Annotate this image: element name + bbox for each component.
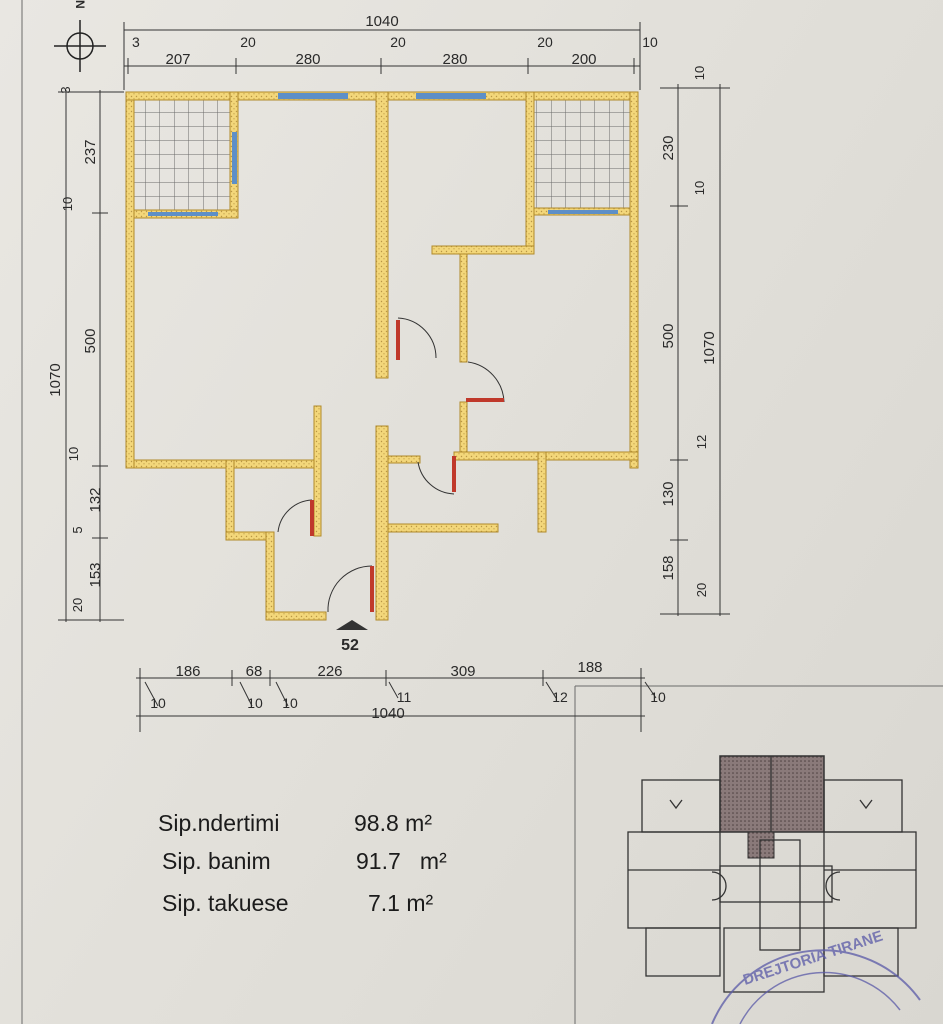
- right-dim-12: 12: [694, 435, 709, 449]
- area-label-common: Sip. takuese: [162, 890, 289, 916]
- entrance-number: 52: [341, 637, 359, 654]
- right-dim-10b: 10: [692, 181, 707, 195]
- area-value-building: 98.8 m²: [354, 810, 432, 836]
- right-dim-158: 158: [660, 555, 677, 580]
- bottom-total-dimension: 1040: [371, 705, 404, 722]
- left-dim-5: 5: [70, 526, 85, 533]
- window-1: [278, 93, 348, 99]
- door-swing-3: [417, 461, 455, 495]
- north-arrow-icon: [54, 20, 106, 72]
- window-5: [548, 210, 618, 214]
- bottom-dim-10c: 10: [282, 695, 298, 711]
- right-dimension-lines: [660, 84, 730, 616]
- windows: [148, 93, 618, 216]
- bottom-dim-10b: 10: [247, 695, 263, 711]
- right-dim-500: 500: [660, 323, 677, 348]
- right-total-dimension: 1070: [701, 331, 718, 364]
- right-dim-20: 20: [694, 583, 709, 597]
- key-plan: [627, 755, 917, 993]
- door-swing-2: [467, 361, 505, 403]
- top-dim-10: 10: [642, 34, 658, 50]
- bottom-dim-12: 12: [552, 689, 568, 705]
- top-dim-20b: 20: [390, 34, 406, 50]
- door-swing-5: [327, 565, 373, 613]
- top-dim-280a: 280: [295, 51, 320, 68]
- left-dim-10b: 10: [66, 447, 81, 461]
- left-dim-20: 20: [70, 598, 85, 612]
- walls: [125, 91, 639, 621]
- top-dim-20c: 20: [537, 34, 553, 50]
- top-dimension-lines: [123, 22, 641, 90]
- left-dim-132: 132: [87, 487, 104, 512]
- right-dim-130: 130: [660, 481, 677, 506]
- window-3: [232, 132, 237, 184]
- bottom-dim-309: 309: [450, 663, 475, 680]
- doors: [277, 317, 505, 613]
- right-dim-230: 230: [660, 135, 677, 160]
- left-dim-3: 3: [58, 86, 73, 93]
- top-dim-280b: 280: [442, 51, 467, 68]
- bottom-dim-10a: 10: [150, 695, 166, 711]
- bottom-dim-11: 11: [397, 689, 412, 705]
- door-swing-1: [397, 317, 437, 359]
- area-value-living: 91.7 m²: [356, 848, 447, 874]
- bottom-dim-186: 186: [175, 663, 200, 680]
- left-dim-500: 500: [82, 328, 99, 353]
- bathroom-tiles-right: [534, 99, 632, 208]
- floor-plan: [125, 91, 639, 630]
- bottom-dimension-lines: [136, 668, 657, 732]
- top-dim-3: 3: [132, 34, 140, 50]
- bottom-dim-10d: 10: [650, 689, 666, 705]
- area-value-common: 7.1 m²: [368, 890, 434, 916]
- right-dim-10a: 10: [692, 66, 707, 80]
- area-label-building: Sip.ndertimi: [158, 810, 280, 836]
- left-dimension-lines: [58, 90, 124, 622]
- bottom-dim-68: 68: [246, 663, 263, 680]
- bottom-dim-188: 188: [577, 659, 602, 676]
- left-dim-237: 237: [82, 139, 99, 164]
- area-label-living: Sip. banim: [162, 848, 271, 874]
- top-dim-207: 207: [165, 51, 190, 68]
- window-4: [148, 212, 218, 216]
- door-leaves: [310, 320, 504, 612]
- left-dim-153: 153: [87, 562, 104, 587]
- north-label: N: [73, 0, 87, 9]
- left-total-dimension: 1070: [47, 363, 64, 396]
- entrance-arrow-icon: [336, 620, 368, 630]
- top-dim-20a: 20: [240, 34, 256, 50]
- top-total-dimension: 1040: [365, 13, 398, 30]
- window-2: [416, 93, 486, 99]
- door-swing-4: [277, 499, 313, 533]
- left-dim-10a: 10: [60, 197, 75, 211]
- bathroom-tiles-left: [134, 99, 232, 211]
- top-dim-200: 200: [571, 51, 596, 68]
- bottom-dim-226: 226: [317, 663, 342, 680]
